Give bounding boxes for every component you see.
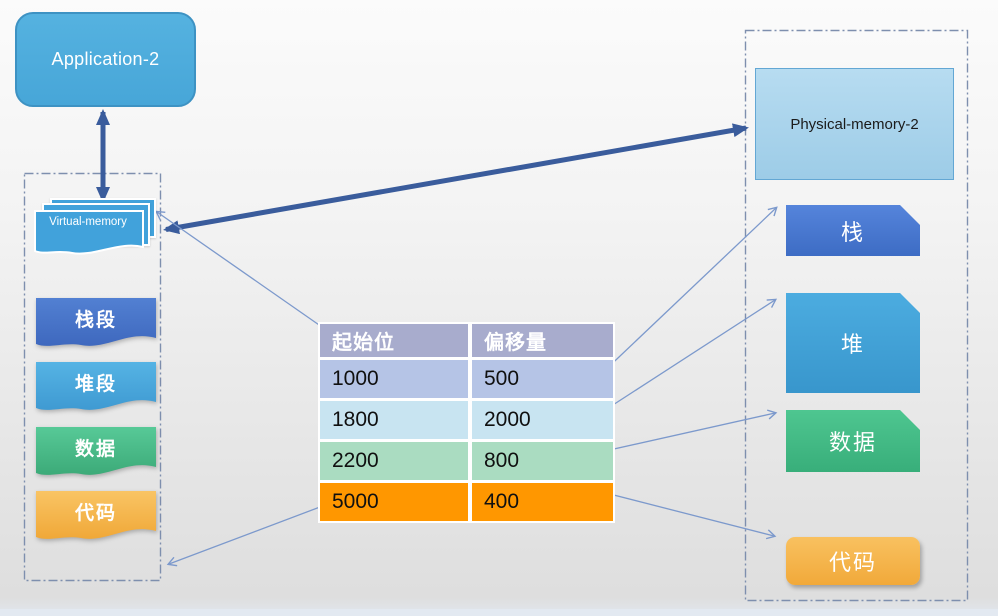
physical-segment-heap: 堆 <box>786 293 920 393</box>
table-header-row: 起始位 偏移量 <box>320 324 613 357</box>
segment-flag-label: 代码 <box>74 503 117 524</box>
arrow-row3-to-data <box>586 409 778 456</box>
cell-offset: 2000 <box>472 401 613 439</box>
cell-offset: 500 <box>472 360 613 398</box>
physical-segment-code: 代码 <box>786 537 920 585</box>
segment-flag-heap: 堆段 <box>36 362 156 416</box>
table-row: 5000 400 <box>320 483 613 521</box>
virtual-memory-label: Virtual-memory <box>49 216 127 228</box>
segment-label: 数据 <box>828 430 877 455</box>
segment-flag-code: 代码 <box>36 491 156 545</box>
table-row: 1800 2000 <box>320 401 613 439</box>
segment-flag-data: 数据 <box>36 427 156 481</box>
wave-shape <box>36 362 156 410</box>
slide-bottom-strip <box>0 609 998 616</box>
segment-table: 起始位 偏移量 1000 500 1800 2000 2200 800 5000… <box>318 322 615 523</box>
arrow-table-to-vm-container <box>166 506 321 567</box>
segment-label: 堆 <box>840 332 865 357</box>
table-header-start: 起始位 <box>320 324 468 357</box>
segment-flag-stack: 栈段 <box>36 298 156 352</box>
segment-flag-label: 数据 <box>74 439 117 460</box>
physical-memory-label: Physical-memory-2 <box>790 115 919 133</box>
physical-segment-data: 数据 <box>786 410 920 472</box>
application-box: Application-2 <box>15 12 196 107</box>
arrow-table-to-vm <box>155 210 323 328</box>
virtual-memory-stack: Virtual-memory <box>34 198 160 262</box>
arrow-vm-to-pm <box>163 123 749 235</box>
cell-start: 1800 <box>320 401 468 439</box>
cell-start: 1000 <box>320 360 468 398</box>
segment-flag-label: 栈段 <box>74 310 117 331</box>
cell-offset: 400 <box>472 483 613 521</box>
arrow-row2-to-heap <box>598 298 778 415</box>
application-label: Application-2 <box>51 49 160 69</box>
segment-label: 代码 <box>828 550 877 575</box>
segment-flag-label: 堆段 <box>74 374 117 395</box>
segment-label: 栈 <box>840 219 865 245</box>
wave-shape <box>36 298 156 346</box>
vm-card-front <box>34 210 144 255</box>
wave-shape <box>36 491 156 539</box>
wave-shape <box>36 427 156 475</box>
arrow-row1-to-stack <box>598 206 778 377</box>
table-row: 2200 800 <box>320 442 613 480</box>
cell-start: 5000 <box>320 483 468 521</box>
arrow-row4-to-code <box>597 490 777 540</box>
cell-offset: 800 <box>472 442 613 480</box>
table-row: 1000 500 <box>320 360 613 398</box>
cell-start: 2200 <box>320 442 468 480</box>
physical-segment-stack: 栈 <box>786 205 920 256</box>
table-header-offset: 偏移量 <box>472 324 613 357</box>
physical-memory-box: Physical-memory-2 <box>755 68 954 180</box>
